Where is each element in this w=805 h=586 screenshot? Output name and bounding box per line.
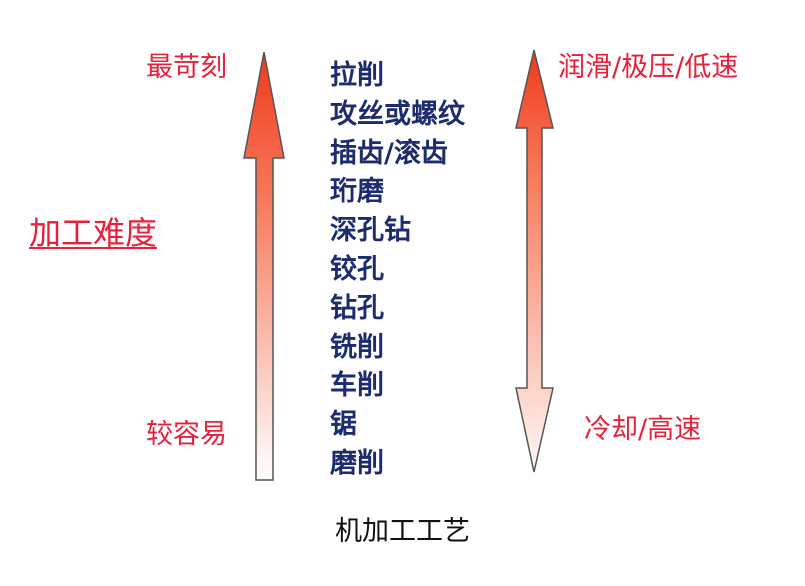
process-item: 锯 [330,409,357,441]
label-lubrication-extreme-pressure-low-speed: 润滑/极压/低速 [558,52,739,83]
process-item: 铰孔 [330,253,384,285]
process-item: 插齿/滚齿 [330,137,448,169]
label-easier: 较容易 [146,419,227,450]
process-item: 攻丝或螺纹 [330,98,465,130]
label-cooling-high-speed: 冷却/高速 [584,414,702,445]
process-item: 钻孔 [330,292,384,324]
process-item: 铣削 [330,331,384,363]
process-item: 珩磨 [330,176,384,208]
machining-process-list: 拉削 攻丝或螺纹 插齿/滚齿 珩磨 深孔钻 铰孔 钻孔 铣削 车削 锯 磨削 [330,57,465,484]
process-item: 拉削 [330,60,384,91]
difficulty-arrow-shape [243,51,285,481]
label-machining-difficulty: 加工难度 [29,214,158,252]
label-most-demanding: 最苛刻 [146,52,227,83]
diagram-caption: 机加工工艺 [335,516,470,547]
lubrication-cooling-double-arrow [515,49,554,473]
process-item: 磨削 [330,447,384,479]
process-item: 深孔钻 [330,215,411,247]
process-item: 车削 [330,370,384,402]
